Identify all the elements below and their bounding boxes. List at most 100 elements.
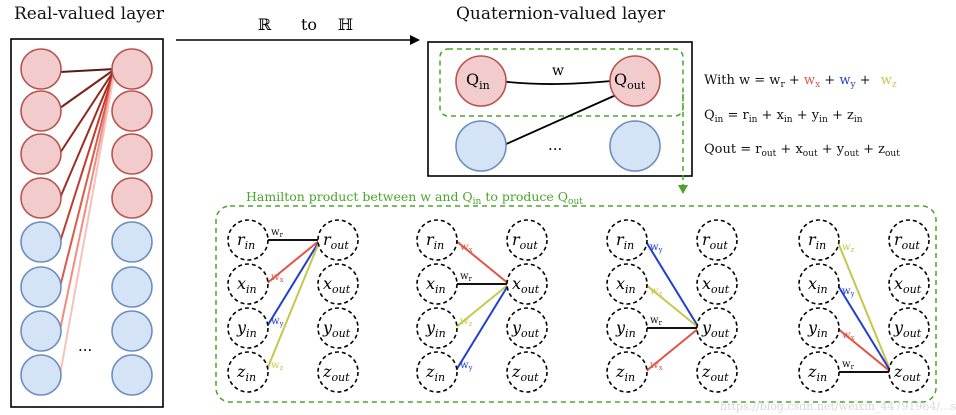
real-output-node — [111, 310, 153, 352]
quaternion-layer-box — [427, 41, 693, 177]
blue-to-qout-edge — [503, 94, 617, 146]
quaternion-ellipsis: ... — [548, 136, 562, 154]
hamilton-input-label: zin — [807, 362, 827, 384]
watermark: https://blog.csdn.net/weixin_44791964/..… — [720, 400, 956, 413]
real-output-node — [111, 177, 153, 219]
hamilton-output-label: yout — [701, 318, 730, 340]
hamilton-input-label: rin — [616, 230, 634, 252]
hamilton-input-node — [798, 351, 840, 393]
hamilton-input-node — [416, 307, 458, 349]
hamilton-panel — [215, 205, 937, 403]
hamilton-edge-wy — [454, 283, 510, 373]
real-layer-ellipsis: ... — [78, 337, 92, 355]
real-input-node — [20, 354, 62, 396]
hamilton-output-label: zout — [701, 362, 729, 384]
hamilton-output-node — [506, 263, 548, 305]
hamilton-input-label: zin — [236, 362, 256, 384]
hamilton-input-node — [798, 219, 840, 261]
hamilton-output-label: rout — [702, 230, 728, 252]
q-out-node — [609, 55, 661, 107]
quaternion-symbol: ℍ — [338, 15, 353, 34]
real-input-node — [20, 90, 62, 132]
hamilton-weight-label-wy: wy — [460, 360, 473, 372]
hamilton-groups: wr wx wy wz rin rout xin xout yin yout zin zout wx wr… — [227, 219, 930, 393]
hamilton-output-label: xout — [702, 274, 730, 296]
hamilton-output-node — [888, 307, 930, 349]
hamilton-output-label: zout — [893, 362, 921, 384]
hamilton-input-label: zin — [615, 362, 635, 384]
hamilton-input-node — [227, 263, 269, 305]
hamilton-weight-label-wy: wy — [842, 286, 855, 298]
hamilton-input-node — [227, 219, 269, 261]
real-layer-title: Real-valued layer — [14, 4, 165, 24]
real-input-node — [20, 310, 62, 352]
hamilton-output-node — [696, 219, 738, 261]
real-layer-connections — [59, 68, 116, 376]
equation-w: With w = wr + wx + wy + wz — [704, 73, 897, 90]
real-input-node — [20, 48, 62, 90]
hamilton-input-label: yin — [807, 318, 828, 340]
hamilton-edge-wy — [265, 239, 321, 329]
real-input-node — [20, 177, 62, 219]
hamilton-input-label: rin — [808, 230, 826, 252]
hamilton-input-node — [416, 219, 458, 261]
hamilton-input-node — [227, 351, 269, 393]
hamilton-weight-label-wz: wz — [460, 316, 473, 328]
quaternion-blue-in-node — [455, 120, 507, 172]
hamilton-input-label: rin — [237, 230, 255, 252]
hamilton-output-node — [317, 307, 359, 349]
hamilton-output-node — [317, 351, 359, 393]
hamilton-input-node — [606, 351, 648, 393]
hamilton-output-label: xout — [512, 274, 540, 296]
q-out-label: Qout — [614, 70, 646, 92]
real-output-node — [111, 133, 153, 175]
real-input-node — [20, 221, 62, 263]
hamilton-output-node — [506, 351, 548, 393]
hamilton-output-node — [888, 219, 930, 261]
green-link-arrowhead — [678, 185, 688, 194]
hamilton-input-node — [606, 263, 648, 305]
hamilton-weight-label-wr: wr — [271, 227, 284, 239]
quaternion-layer-title: Quaternion-valued layer — [456, 4, 666, 24]
hamilton-input-label: rin — [426, 230, 444, 252]
q-in-node — [455, 55, 507, 107]
hamilton-weight-label-wy: wy — [650, 242, 663, 254]
hamilton-input-label: yin — [236, 318, 257, 340]
real-layer-input-nodes — [20, 48, 62, 396]
q-in-label: Qin — [466, 70, 490, 92]
hamilton-edge-wz — [454, 283, 510, 329]
hamilton-edge-wx — [644, 327, 700, 373]
arrow-to-label: to — [301, 15, 317, 34]
hamilton-output-node — [888, 263, 930, 305]
hamilton-input-node — [798, 263, 840, 305]
equation-q-in: Qin = rin + xin + yin + zin — [704, 108, 863, 125]
hamilton-output-label: rout — [894, 230, 920, 252]
real-input-node — [20, 266, 62, 308]
hamilton-weight-label-wx: wx — [650, 360, 663, 372]
hamilton-input-label: yin — [615, 318, 636, 340]
hamilton-output-label: rout — [512, 230, 538, 252]
hamilton-edge-wz — [644, 283, 700, 329]
hamilton-weight-label-wx: wx — [271, 272, 284, 284]
hamilton-output-node — [888, 351, 930, 393]
hamilton-input-label: xin — [237, 274, 257, 296]
hamilton-input-label: xin — [426, 274, 446, 296]
hamilton-output-label: zout — [511, 362, 539, 384]
real-layer-output-nodes — [111, 48, 153, 396]
hamilton-weight-label-wz: wz — [650, 286, 663, 298]
hamilton-weight-label-wr: wr — [460, 271, 473, 283]
weight-label: w — [552, 63, 564, 79]
hamilton-edge-wx — [265, 239, 321, 285]
hamilton-output-node — [317, 219, 359, 261]
hamilton-weight-label-wr: wr — [650, 315, 663, 327]
hamilton-weight-label-wz: wz — [271, 360, 284, 372]
hamilton-output-label: rout — [323, 230, 349, 252]
hamilton-edge-wz — [836, 239, 892, 373]
hamilton-weight-label-wx: wx — [842, 330, 855, 342]
hamilton-input-node — [798, 307, 840, 349]
hamilton-weight-label-wy: wy — [271, 316, 284, 328]
hamilton-edge-wx — [836, 327, 892, 373]
